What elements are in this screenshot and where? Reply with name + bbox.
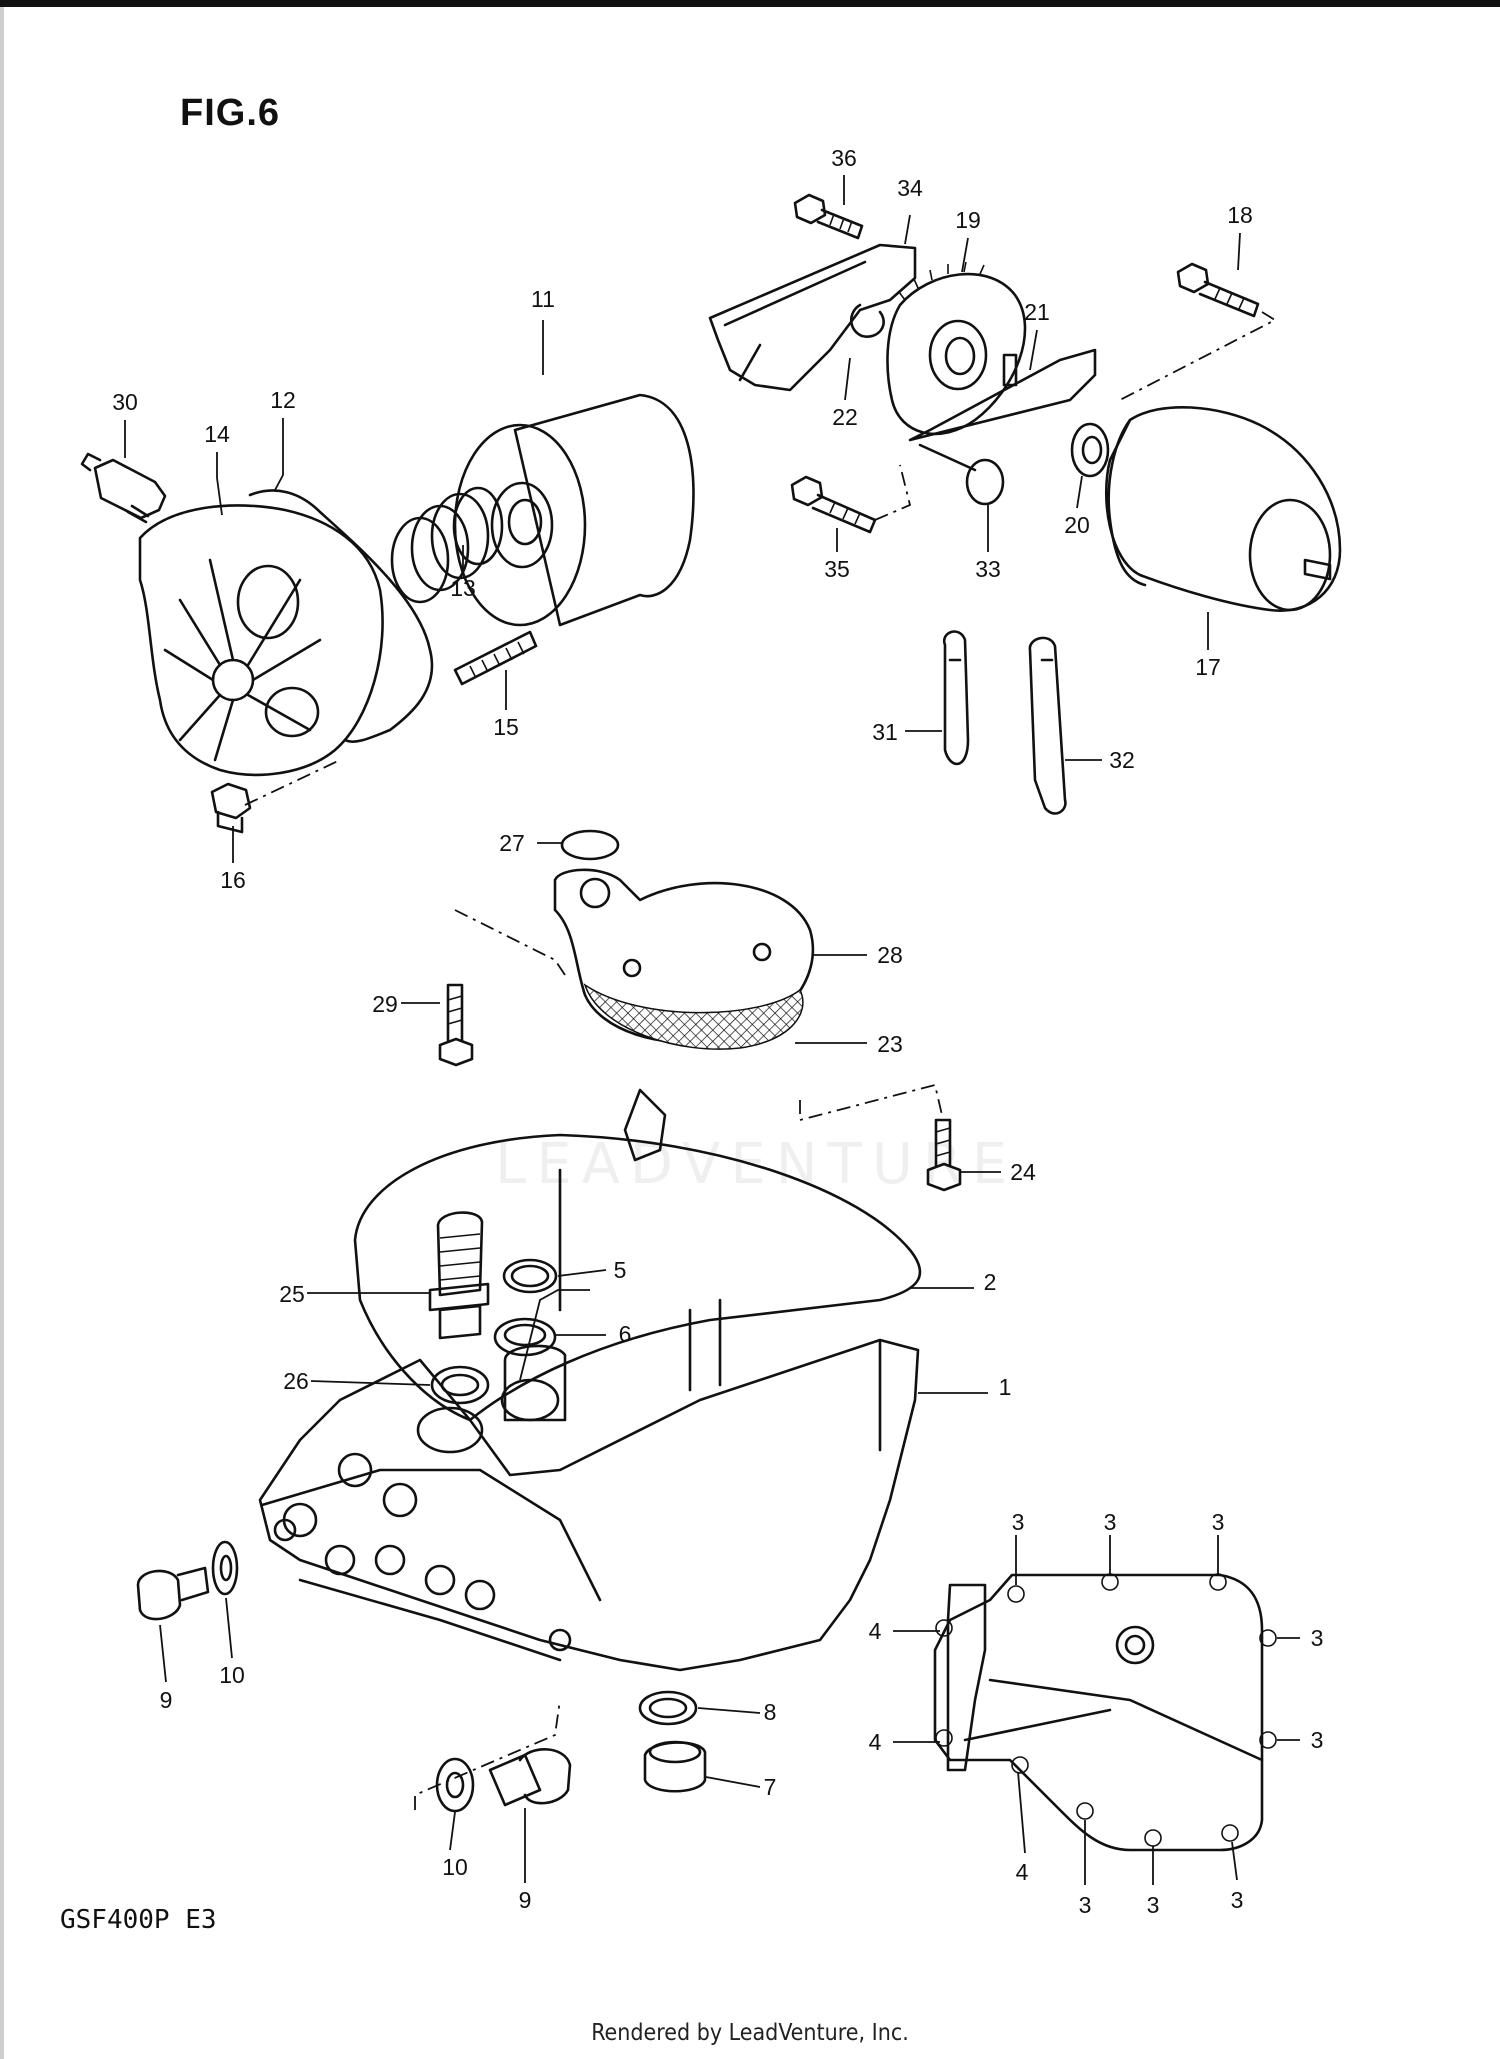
callout-12: 12 bbox=[270, 387, 296, 413]
callout-35: 35 bbox=[824, 556, 850, 582]
callout-28: 28 bbox=[877, 942, 903, 968]
oil-filter bbox=[453, 393, 695, 627]
callout-4b: 4 bbox=[869, 1729, 882, 1755]
strainer-mesh bbox=[583, 983, 804, 1050]
washer-10-lower bbox=[435, 1757, 475, 1813]
bolt-29 bbox=[438, 983, 474, 1067]
o-ring-26 bbox=[430, 1365, 490, 1405]
oil-pan bbox=[258, 1168, 920, 1672]
filter-cover-gasket bbox=[248, 489, 434, 743]
drain-plug-9-lower bbox=[488, 1748, 572, 1807]
reduction-gear bbox=[886, 261, 1027, 436]
bracket bbox=[708, 243, 917, 392]
top-border bbox=[0, 0, 1500, 7]
callout-3b: 3 bbox=[1104, 1509, 1117, 1535]
oil-filter-cover-group bbox=[80, 393, 695, 834]
callout-31: 31 bbox=[872, 719, 898, 745]
callout-labels: 1 2 3 3 3 3 3 3 3 3 4 4 4 5 6 7 8 9 9 10… bbox=[112, 145, 1323, 1918]
leader-lines bbox=[124, 175, 1300, 1885]
callout-10b: 10 bbox=[442, 1854, 468, 1880]
starter-motor bbox=[1104, 405, 1342, 612]
strap-32 bbox=[1028, 636, 1067, 815]
callout-27: 27 bbox=[499, 830, 525, 856]
callout-2: 2 bbox=[984, 1269, 997, 1295]
callout-22: 22 bbox=[832, 404, 858, 430]
callout-7: 7 bbox=[764, 1774, 777, 1800]
oil-strainer-group bbox=[438, 829, 962, 1192]
filter-cover bbox=[138, 504, 384, 777]
callout-21: 21 bbox=[1024, 299, 1050, 325]
callout-8: 8 bbox=[764, 1699, 777, 1725]
callout-30: 30 bbox=[112, 389, 138, 415]
o-ring-5 bbox=[502, 1258, 558, 1294]
callout-24: 24 bbox=[1010, 1159, 1036, 1185]
washer-8 bbox=[638, 1690, 698, 1726]
circlip bbox=[849, 303, 885, 338]
washer-20 bbox=[1070, 422, 1110, 478]
callout-3h: 3 bbox=[1231, 1887, 1244, 1913]
callout-10a: 10 bbox=[219, 1662, 245, 1688]
o-ring-27 bbox=[560, 829, 620, 861]
bolt-35 bbox=[790, 475, 877, 534]
bolt-36 bbox=[793, 193, 864, 240]
callout-25: 25 bbox=[279, 1281, 305, 1307]
callout-32: 32 bbox=[1109, 747, 1135, 773]
washer-10-upper bbox=[211, 1540, 239, 1596]
strainer-tube bbox=[623, 1088, 667, 1162]
callout-1: 1 bbox=[999, 1374, 1012, 1400]
callout-34: 34 bbox=[897, 175, 923, 201]
callout-23: 23 bbox=[877, 1031, 903, 1057]
assembly-lines bbox=[244, 311, 1277, 1810]
callout-11: 11 bbox=[531, 286, 555, 312]
callout-6: 6 bbox=[619, 1321, 632, 1347]
callout-3d: 3 bbox=[1311, 1625, 1324, 1651]
starter-gear-group bbox=[708, 193, 1342, 815]
callout-16: 16 bbox=[220, 867, 246, 893]
model-code: GSF400P E3 bbox=[60, 1905, 217, 1935]
callout-3c: 3 bbox=[1212, 1509, 1225, 1535]
strap-31 bbox=[942, 630, 970, 766]
oil-pan-gasket bbox=[353, 1133, 922, 1422]
bolt-18 bbox=[1176, 262, 1260, 318]
callout-5: 5 bbox=[614, 1257, 627, 1283]
callout-15: 15 bbox=[493, 714, 519, 740]
figure-title: FIG.6 bbox=[180, 92, 281, 134]
callout-29: 29 bbox=[372, 991, 398, 1017]
callout-3e: 3 bbox=[1311, 1727, 1324, 1753]
pressure-switch-25 bbox=[428, 1211, 490, 1340]
drain-bolt-small bbox=[210, 782, 252, 834]
callout-14: 14 bbox=[204, 421, 230, 447]
callout-4c: 4 bbox=[1016, 1859, 1029, 1885]
callout-3g: 3 bbox=[1147, 1892, 1160, 1918]
spring bbox=[390, 486, 504, 604]
exploded-parts-diagram: LEADVENTURE bbox=[80, 145, 1342, 1918]
side-cover bbox=[933, 1573, 1277, 1852]
callout-9b: 9 bbox=[519, 1887, 532, 1913]
callout-20: 20 bbox=[1064, 512, 1090, 538]
oil-pressure-switch bbox=[80, 452, 167, 524]
callout-33: 33 bbox=[975, 556, 1001, 582]
callout-19: 19 bbox=[955, 207, 981, 233]
callout-26: 26 bbox=[283, 1368, 309, 1394]
footer-credit: Rendered by LeadVenture, Inc. bbox=[591, 2020, 909, 2046]
callout-13: 13 bbox=[450, 575, 476, 601]
callout-3a: 3 bbox=[1012, 1509, 1025, 1535]
stud-bolt bbox=[453, 630, 538, 686]
bolt-24 bbox=[926, 1118, 962, 1192]
drain-plug-9-upper bbox=[136, 1566, 210, 1621]
callout-9a: 9 bbox=[160, 1687, 173, 1713]
callout-36: 36 bbox=[831, 145, 857, 171]
shift-lever bbox=[908, 348, 1097, 506]
page-edge bbox=[0, 0, 4, 2059]
plug-7 bbox=[643, 1740, 707, 1793]
callout-4a: 4 bbox=[869, 1618, 882, 1644]
callout-18: 18 bbox=[1227, 202, 1253, 228]
o-ring-6 bbox=[493, 1317, 557, 1357]
oil-pan-group bbox=[136, 1133, 922, 1813]
callout-3f: 3 bbox=[1079, 1892, 1092, 1918]
callout-17: 17 bbox=[1195, 654, 1221, 680]
